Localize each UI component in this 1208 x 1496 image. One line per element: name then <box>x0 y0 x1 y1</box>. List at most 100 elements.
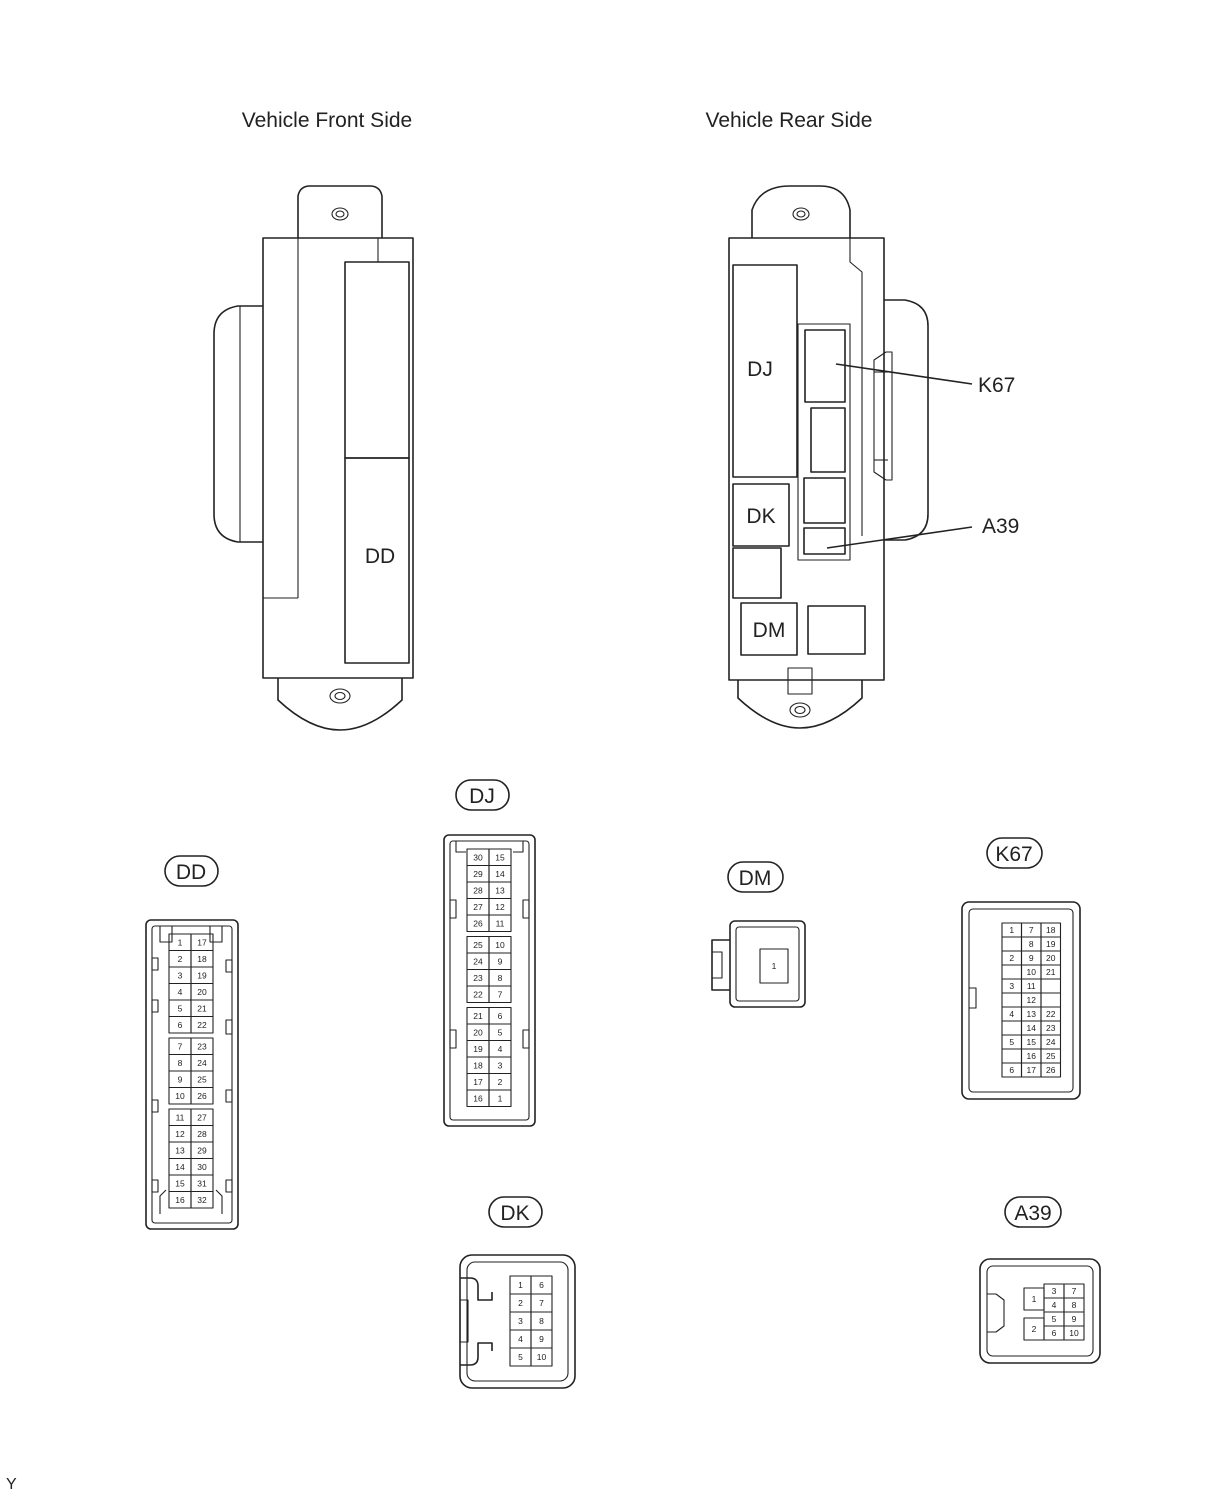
connector-a39-face <box>979 1258 1101 1364</box>
a39-leader-line <box>826 526 973 549</box>
dd-pin-9: 9 <box>178 1074 183 1084</box>
k67-pin-21: 21 <box>1046 967 1056 977</box>
dd-pin-12: 12 <box>175 1129 185 1139</box>
k67-pin-blank-cell <box>1040 992 1062 1008</box>
dd-pin-5: 5 <box>178 1003 183 1013</box>
dj-pin-17: 17 <box>473 1077 483 1087</box>
dj-pin-22: 22 <box>473 989 483 999</box>
dj-pin-24: 24 <box>473 956 483 966</box>
a39-pin-5: 5 <box>1052 1314 1057 1324</box>
dd-slot <box>344 457 410 664</box>
a39-pin-8: 8 <box>1072 1300 1077 1310</box>
dd-pin-22: 22 <box>197 1020 207 1030</box>
dj-pin-11-cell <box>488 914 512 933</box>
dk-pin-6: 6 <box>539 1280 544 1290</box>
connector-dk-face <box>459 1254 576 1389</box>
k67-pin-blank-cell <box>1001 964 1023 980</box>
dd-pin-10: 10 <box>175 1091 185 1101</box>
dk-pin-5: 5 <box>518 1352 523 1362</box>
dd-pin-2: 2 <box>178 954 183 964</box>
dm-slot-label: DM <box>753 619 786 642</box>
rear-small-slot-2 <box>803 477 846 524</box>
k67-pin-blank-cell <box>1001 1020 1023 1036</box>
dk-pin-3: 3 <box>518 1316 523 1326</box>
dj-pin-14: 14 <box>495 869 505 879</box>
svg-text:DK: DK <box>500 1202 529 1225</box>
k67-pin-18: 18 <box>1046 925 1056 935</box>
a39-pin-10-cell <box>1063 1325 1085 1341</box>
a39-pin-1: 1 <box>1032 1294 1037 1304</box>
connector-k67-face <box>961 901 1081 1100</box>
dj-pin-1: 1 <box>498 1093 503 1103</box>
k67-pin-13: 13 <box>1027 1009 1037 1019</box>
dd-pin-30: 30 <box>197 1162 207 1172</box>
dd-pin-25: 25 <box>197 1074 207 1084</box>
k67-pin-20: 20 <box>1046 953 1056 963</box>
dj-pin-6: 6 <box>498 1011 503 1021</box>
k67-pin-blank-cell <box>1001 936 1023 952</box>
dj-pin-18: 18 <box>473 1060 483 1070</box>
badge-dd: DD <box>164 855 219 887</box>
dd-pin-23: 23 <box>197 1041 207 1051</box>
front-upper-slot <box>344 261 410 459</box>
dd-pin-29: 29 <box>197 1145 207 1155</box>
dd-pin-8: 8 <box>178 1058 183 1068</box>
k67-pin-16: 16 <box>1027 1051 1037 1061</box>
rear-lower-slot-2 <box>807 605 866 655</box>
dd-pin-4: 4 <box>178 987 183 997</box>
dk-slot <box>732 483 790 547</box>
a39-slot <box>803 527 846 555</box>
dj-pin-7-cell <box>488 985 512 1004</box>
dj-pin-28: 28 <box>473 885 483 895</box>
dk-pin-10-cell <box>530 1347 553 1367</box>
k67-pin-blank-cell <box>1001 992 1023 1008</box>
dj-pin-23: 23 <box>473 973 483 983</box>
dm-slot <box>740 602 798 656</box>
a39-pin-6: 6 <box>1052 1328 1057 1338</box>
ecu-front-view: DD <box>213 185 414 731</box>
dk-pin-2: 2 <box>518 1298 523 1308</box>
k67-pin-11: 11 <box>1027 981 1036 991</box>
dd-pin-26: 26 <box>197 1091 207 1101</box>
dd-pin-31: 31 <box>197 1178 207 1188</box>
dj-pin-8: 8 <box>498 973 503 983</box>
svg-text:DD: DD <box>176 861 206 884</box>
dj-pin-13: 13 <box>495 885 505 895</box>
dj-slot-label: DJ <box>747 358 773 381</box>
a39-pin-3: 3 <box>1052 1286 1057 1296</box>
dj-pin-10: 10 <box>495 940 505 950</box>
dd-pin-19: 19 <box>197 970 207 980</box>
dj-pin-30: 30 <box>473 852 483 862</box>
dd-pin-18: 18 <box>197 954 207 964</box>
dd-pin-14: 14 <box>175 1162 185 1172</box>
k67-pin-14: 14 <box>1027 1023 1037 1033</box>
dd-pin-20: 20 <box>197 987 207 997</box>
dd-slot-label: DD <box>365 545 395 568</box>
dj-pin-5: 5 <box>498 1027 503 1037</box>
dd-pin-3: 3 <box>178 970 183 980</box>
dk-pin-7: 7 <box>539 1298 544 1308</box>
rear-small-slot <box>810 407 846 473</box>
dj-pin-9: 9 <box>498 956 503 966</box>
dj-pin-21: 21 <box>473 1011 483 1021</box>
connector-dj-face <box>443 834 536 1127</box>
badge-dm: DM <box>727 861 784 893</box>
dd-pin-22-cell <box>190 1015 214 1034</box>
k67-pin-2: 2 <box>1009 953 1014 963</box>
heading-vehicle-front-side: Vehicle Front Side <box>242 109 412 132</box>
dd-pin-27: 27 <box>197 1112 207 1122</box>
k67-pin-7: 7 <box>1029 925 1034 935</box>
k67-pin-12: 12 <box>1027 995 1037 1005</box>
dj-pin-26: 26 <box>473 918 483 928</box>
dj-pin-16: 16 <box>473 1093 483 1103</box>
k67-pin-1: 1 <box>1009 925 1014 935</box>
dj-pin-3: 3 <box>498 1060 503 1070</box>
k67-pin-19: 19 <box>1046 939 1056 949</box>
dk-slot-label: DK <box>746 505 775 528</box>
k67-pin-3: 3 <box>1009 981 1014 991</box>
svg-text:DM: DM <box>739 867 772 890</box>
dj-pin-29: 29 <box>473 869 483 879</box>
